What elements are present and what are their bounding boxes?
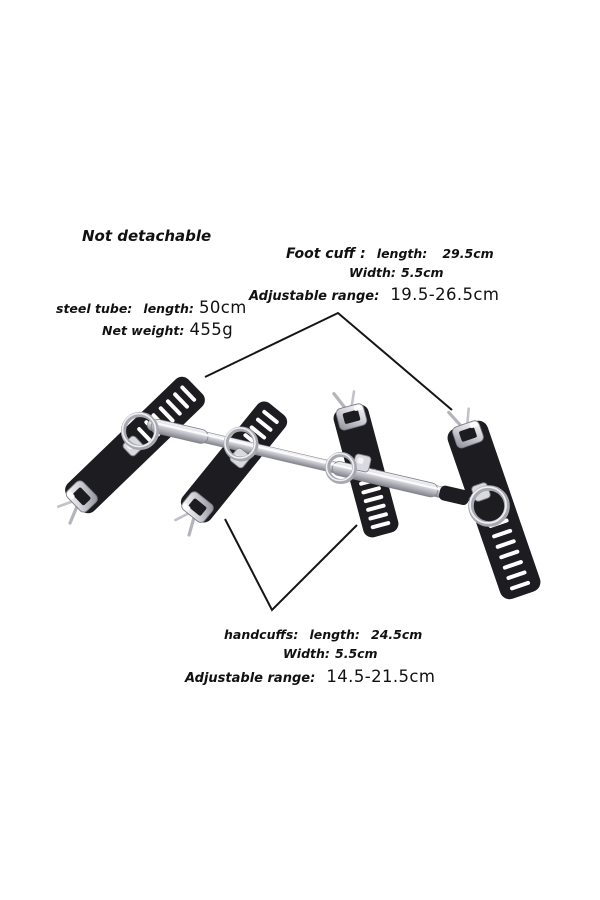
foot-cuff-width-key: Width: [349,265,396,280]
foot-cuff-range-label: Adjustable range: 19.5-26.5cm [249,285,500,305]
net-weight-value: 455g [189,320,234,339]
foot-cuff-length-value: 29.5cm [442,246,494,261]
handcuffs-length-label: handcuffs: length: 24.5cm [224,625,422,643]
not-detachable-label: Not detachable [82,227,212,245]
foot-cuff-width-value: 5.5cm [401,265,444,280]
not-detachable-text: Not detachable [82,227,212,245]
callout-line-handcuffs [224,518,358,612]
handcuffs-length-value: 24.5cm [371,627,423,642]
foot-cuff-width-label: Width: 5.5cm [349,263,444,281]
steel-tube-label: steel tube: length: 50cm [56,298,247,318]
handcuffs-range-key: Adjustable range: [185,671,316,686]
handcuffs-width-label: Width: 5.5cm [283,644,378,662]
foot-cuff-right-strap [444,402,541,600]
net-weight-label: Net weight: 455g [102,320,234,340]
foot-cuff-title: Foot cuff : [286,246,366,262]
foot-cuff-length-key: length: [376,246,428,261]
steel-tube-length-key: length: [143,301,194,316]
foot-cuff-range-value: 19.5-26.5cm [390,285,500,304]
steel-tube-key: steel tube: [56,301,133,316]
net-weight-key: Net weight: [102,323,185,338]
handcuffs-length-key: length: [309,627,360,642]
attachment-ring-handcuff-right [325,452,357,484]
handcuffs-range-value: 14.5-21.5cm [326,667,436,686]
attachment-ring-handcuff-left [223,426,259,462]
handcuffs-title: handcuffs: [224,627,299,642]
foot-cuff-length-label: Foot cuff : length: 29.5cm [286,244,494,262]
attachment-ring-foot-right [468,485,510,527]
callout-line-foot-cuffs [204,311,453,411]
steel-tube-end-cap [438,485,470,506]
attachment-ring-foot-left [120,411,160,451]
handcuffs-range-label: Adjustable range: 14.5-21.5cm [185,667,436,687]
handcuffs-width-key: Width: [283,646,330,661]
steel-tube-length-value: 50cm [198,298,247,317]
foot-cuff-range-key: Adjustable range: [249,289,380,304]
handcuffs-width-value: 5.5cm [335,646,378,661]
